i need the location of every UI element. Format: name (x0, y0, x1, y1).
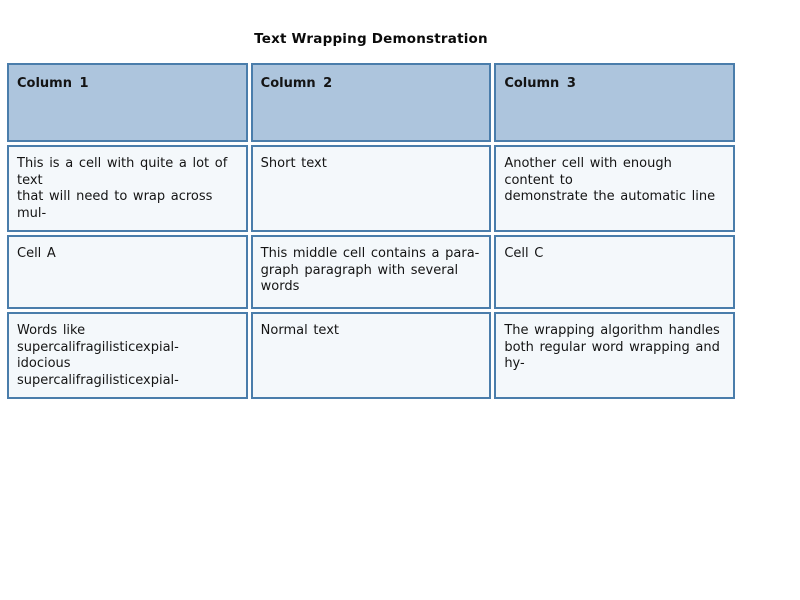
table-row: Words like supercalifragilisticexpial- i… (7, 312, 735, 399)
content-area: Text Wrapping Demonstration Column 1 Col… (4, 0, 738, 402)
table-row: Cell A This middle cell contains a para-… (7, 235, 735, 309)
table-cell-r1c1: This is a cell with quite a lot of text … (7, 145, 248, 232)
table-cell-r2c3: Cell C (494, 235, 735, 309)
table-cell-r3c2: Normal text (250, 312, 492, 399)
column-header-2: Column 2 (250, 63, 492, 142)
column-header-1: Column 1 (7, 63, 248, 142)
table-header-row: Column 1 Column 2 Column 3 (7, 63, 735, 142)
table-cell-r3c3: The wrapping algorithm handles both regu… (494, 312, 735, 399)
page-title: Text Wrapping Demonstration (254, 31, 488, 47)
table-cell-r3c1: Words like supercalifragilisticexpial- i… (7, 312, 248, 399)
table-cell-r2c1: Cell A (7, 235, 248, 309)
table-body: This is a cell with quite a lot of text … (7, 145, 735, 399)
table-header: Column 1 Column 2 Column 3 (7, 63, 735, 142)
column-header-3: Column 3 (494, 63, 735, 142)
table-cell-r1c3: Another cell with enough content to demo… (494, 145, 735, 232)
table-row: This is a cell with quite a lot of text … (7, 145, 735, 232)
table-cell-r2c2: This middle cell contains a para- graph … (250, 235, 492, 309)
table-cell-r1c2: Short text (250, 145, 492, 232)
text-wrapping-table: Column 1 Column 2 Column 3 This is a cel… (4, 60, 738, 402)
